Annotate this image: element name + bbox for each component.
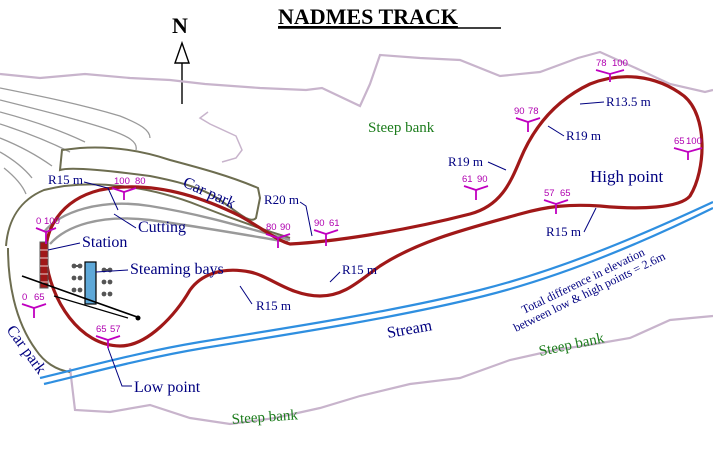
radius-r19-right: R19 m [566,128,601,143]
elev-2-left: 100 [114,176,130,187]
elev-5-left: 61 [462,174,473,185]
elev-8-left: 65 [674,136,685,147]
upper-terrain [0,87,151,195]
elev-10-right: 57 [110,324,121,335]
steep-bank-top-label: Steep bank [368,120,435,136]
stream-line-upper [39,201,713,380]
elevation-markers [21,69,703,348]
north-label: N [172,13,188,38]
radius-r15-lower: R15 m [256,298,291,313]
site-boundary-top [0,50,713,108]
stream-line-lower [43,207,713,386]
cutting-lines [43,202,291,245]
site-boundary-bottom [68,314,713,426]
elevation-labels: 0 100 100 80 80 90 90 61 61 90 90 78 78 … [22,58,702,335]
radius-r15-top-left: R15 m [48,172,83,187]
car-park-top-outline [58,146,262,221]
elev-9-right: 65 [560,188,571,199]
steep-bank-right-label: Steep bank [538,330,607,360]
steep-bank-bottom-label: Steep bank [231,407,299,428]
elev-3-left: 80 [266,222,277,233]
elev-11-right: 65 [34,292,45,303]
elev-1-right: 100 [44,216,60,227]
station-block [39,241,49,289]
elev-7-right: 100 [612,58,628,69]
radius-r20: R20 m [264,192,299,207]
car-park-left-label: Car park [3,322,49,377]
steaming-bays-leader [95,269,129,273]
elev-10-left: 65 [96,324,107,335]
elev-6-left: 90 [514,106,525,117]
low-point-leader [107,347,132,387]
track-loop [44,75,704,348]
radius-leaders [83,101,605,305]
elev-7-left: 78 [596,58,607,69]
high-point-label: High point [590,167,663,186]
radius-r13-5: R13.5 m [606,94,651,109]
elev-9-left: 57 [544,188,555,199]
radius-r15-middle: R15 m [342,262,377,277]
low-point-label: Low point [134,379,201,396]
radius-r15-right: R15 m [546,224,581,239]
car-park-top-label: Car park [180,174,238,212]
station-leader [47,242,81,251]
elev-2-right: 80 [135,176,146,187]
elev-3-right: 90 [280,222,291,233]
elev-11-left: 0 [22,292,27,303]
cutting-boundary [198,111,243,163]
elev-6-right: 78 [528,106,539,117]
elev-4-right: 61 [329,218,340,229]
elev-8-right: 100 [686,136,702,147]
cutting-leader [113,213,137,229]
north-arrow-icon [174,40,190,104]
steaming-bays-label: Steaming bays [130,261,224,278]
steaming-bays [21,261,141,321]
page-title: NADMES TRACK [278,4,458,29]
station-label: Station [82,234,127,251]
stream-label: Stream [386,317,434,342]
elev-4-left: 90 [314,218,325,229]
elev-1-left: 0 [36,216,41,227]
elev-5-right: 90 [477,174,488,185]
cutting-label: Cutting [138,219,186,236]
radius-r19-left: R19 m [448,154,483,169]
